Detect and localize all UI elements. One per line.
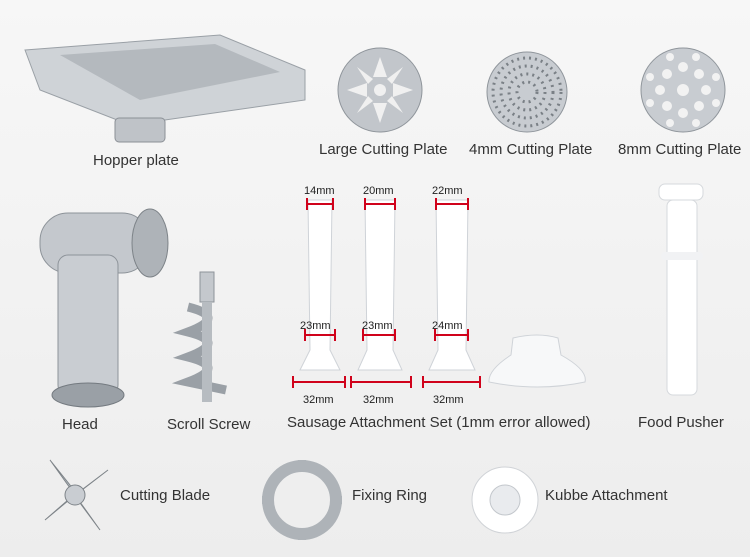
tube-3-tip-dimension: 22mm [432, 185, 463, 197]
tube-3-base-dimension: 32mm [433, 394, 464, 406]
scroll-screw-image [171, 271, 227, 402]
cutting-plate-8mm-label: 8mm Cutting Plate [618, 141, 742, 158]
tube-3-mid-dimension: 24mm [432, 320, 463, 332]
hopper-plate-image [24, 34, 306, 143]
scroll-screw-label: Scroll Screw [167, 416, 251, 433]
head-label: Head [62, 416, 98, 433]
dimension-lines [292, 198, 481, 388]
sausage-set-label: Sausage Attachment Set (1mm error allowe… [287, 414, 591, 431]
tube-1-base-dimension: 32mm [303, 394, 334, 406]
food-pusher-image [658, 183, 704, 396]
head-image [39, 208, 169, 408]
tube-1-tip-dimension: 14mm [304, 185, 335, 197]
sausage-base-image [488, 334, 586, 388]
hopper-plate-label: Hopper plate [93, 152, 179, 169]
kubbe-attachment-label: Kubbe Attachment [545, 487, 668, 504]
cutting-blade-image [44, 459, 109, 531]
cutting-plate-8mm-image [640, 47, 726, 133]
cutting-blade-label: Cutting Blade [120, 487, 211, 504]
cutting-plate-4mm-image [486, 51, 568, 133]
large-cutting-plate-image [337, 47, 423, 133]
tube-2-base-dimension: 32mm [363, 394, 394, 406]
large-cutting-plate-label: Large Cutting Plate [319, 141, 448, 158]
fixing-ring-image [262, 460, 342, 540]
kubbe-attachment-image [471, 466, 539, 534]
tube-2-tip-dimension: 20mm [363, 185, 394, 197]
cutting-plate-4mm-label: 4mm Cutting Plate [469, 141, 593, 158]
fixing-ring-label: Fixing Ring [352, 487, 428, 504]
food-pusher-label: Food Pusher [638, 414, 724, 431]
tube-2-mid-dimension: 23mm [362, 320, 393, 332]
tube-1-mid-dimension: 23mm [300, 320, 331, 332]
